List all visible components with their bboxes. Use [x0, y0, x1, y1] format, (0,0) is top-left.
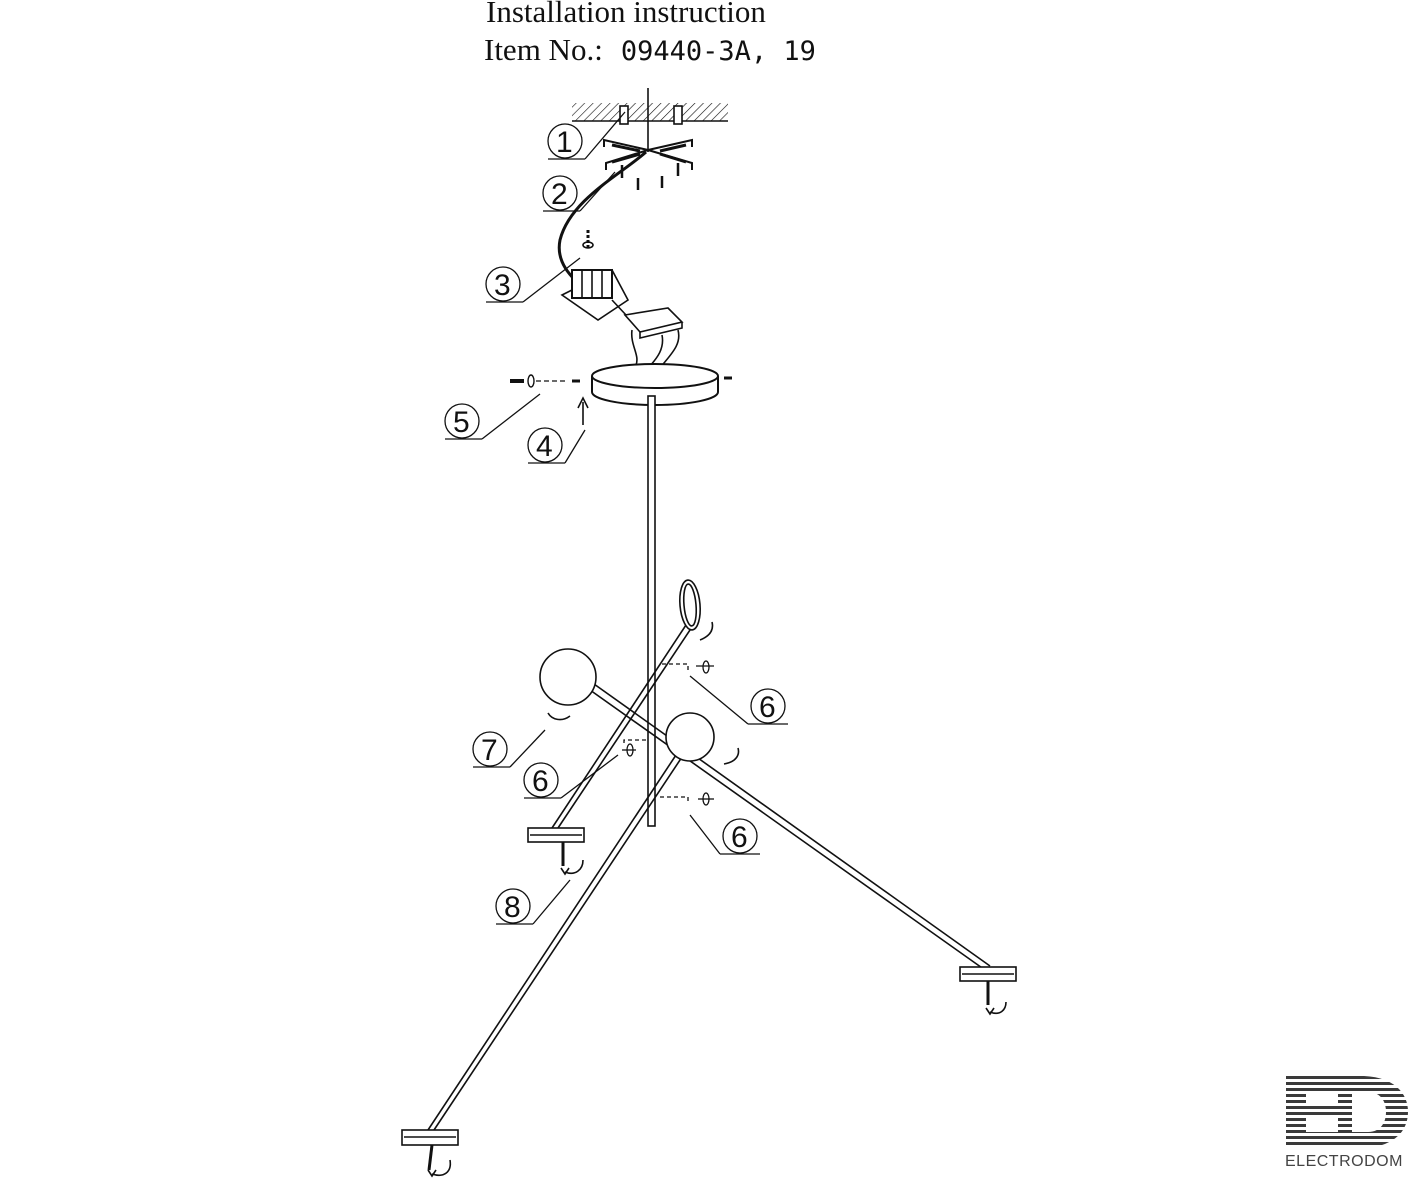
svg-text:6: 6	[759, 691, 776, 724]
callout-8: 8	[495, 879, 571, 925]
svg-text:5: 5	[453, 406, 470, 439]
document-title: Installation instruction	[486, 0, 766, 29]
vertical-rod	[647, 395, 656, 827]
item-number-line: Item No.: 09440-3A, 19	[484, 32, 816, 68]
callout-1: 1	[547, 111, 626, 160]
side-screws	[510, 374, 732, 388]
electrodom-logo	[1286, 1076, 1408, 1145]
svg-text:2: 2	[551, 178, 568, 211]
up-arrow-icon	[577, 396, 589, 425]
callout-6a: 6	[689, 675, 788, 725]
svg-text:4: 4	[536, 430, 553, 463]
callout-5: 5	[444, 393, 541, 440]
callout-4: 4	[527, 427, 586, 464]
led-driver	[611, 299, 684, 369]
svg-text:7: 7	[481, 734, 498, 767]
svg-text:8: 8	[504, 891, 521, 924]
callout-2: 2	[542, 171, 616, 212]
rotate-arrow-icon	[547, 712, 571, 721]
logo-text: ELECTRODOM	[1285, 1153, 1403, 1170]
svg-text:6: 6	[532, 765, 549, 798]
callout-6b: 6	[523, 754, 619, 799]
item-label: Item No.:	[484, 32, 603, 67]
mounting-bracket	[603, 138, 693, 170]
terminal-block	[560, 230, 630, 321]
svg-text:3: 3	[494, 269, 511, 302]
item-number: 09440-3A, 19	[620, 36, 816, 67]
callout-7: 7	[472, 729, 546, 768]
grub-screws	[622, 660, 714, 806]
svg-text:6: 6	[731, 821, 748, 854]
arm-long-left	[401, 712, 740, 1178]
callout-3: 3	[485, 257, 581, 303]
screws	[620, 163, 680, 190]
callout-6c: 6	[689, 814, 760, 855]
arm-short-left	[527, 579, 714, 876]
svg-text:1: 1	[556, 126, 573, 159]
ceiling	[572, 103, 728, 125]
arm-long-right	[539, 648, 1017, 1016]
